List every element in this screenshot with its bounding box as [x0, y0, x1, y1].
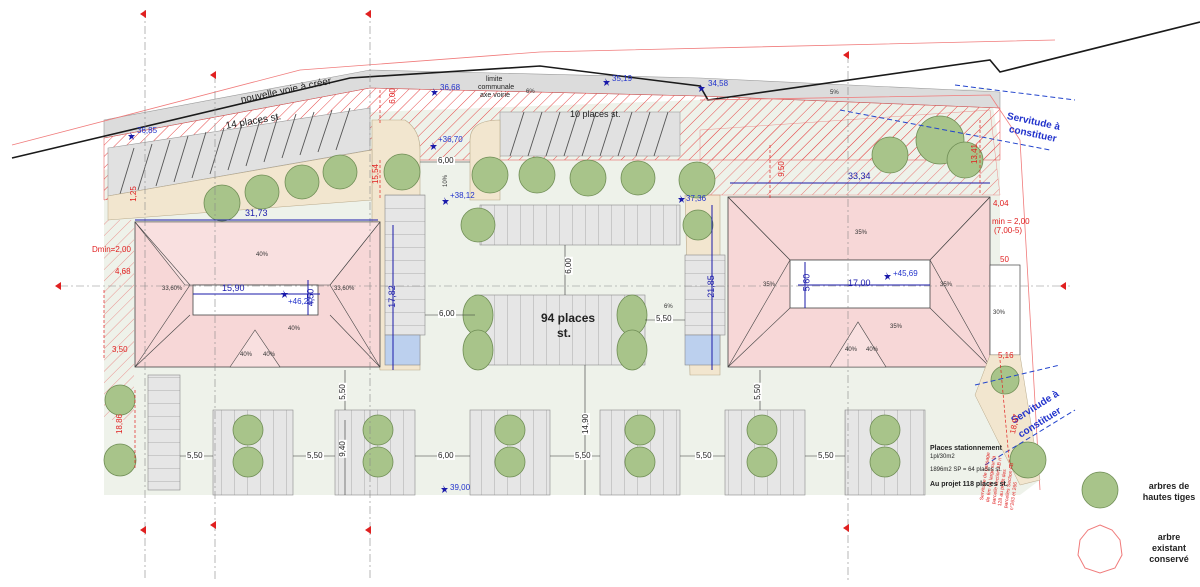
dim-top-6-00: 6,00 — [437, 156, 455, 165]
roof-slope-j: 35% — [890, 324, 903, 330]
dim-bottom-5-50-3: 5,50 — [574, 451, 592, 460]
roof-slope-l: 40% — [866, 347, 879, 353]
red-dim-6: min = 2,00 — [992, 217, 1030, 226]
roof-slope-h: 35% — [763, 282, 776, 288]
red-dim-5: 4,04 — [993, 199, 1009, 208]
blue-dim-v-left: 17,82 — [386, 285, 397, 308]
parking-note-line-4: Au projet 118 places st. — [930, 481, 1008, 488]
parking-row-north-left-lines — [119, 107, 351, 195]
roof-slope-n: 10% — [443, 174, 450, 188]
dim-bottom-5-50-2: 5,50 — [306, 451, 324, 460]
parking-row-center-upper — [479, 204, 681, 246]
limit-label-2: communale — [478, 84, 515, 91]
elevation-5: +36,70 — [438, 135, 463, 144]
red-site-limit — [11, 39, 1056, 146]
parking-block-central — [474, 294, 646, 366]
dim-bottom-5-50-5: 5,50 — [817, 451, 835, 460]
elevation-3: 35,19 — [612, 74, 633, 83]
elevation-7: 37,36 — [686, 194, 707, 203]
legend-tree-label-1: arbres de — [1148, 481, 1190, 491]
axis-lines — [60, 10, 1070, 580]
roof-slope-i: 35% — [940, 282, 953, 288]
blue-dim-v-right: 21,85 — [705, 275, 716, 298]
dim-vert-left-5-50: 5,50 — [337, 383, 347, 401]
blue-dim-h-left: 4,50 — [305, 288, 316, 307]
blue-dimension-lines — [135, 182, 990, 370]
elevation-2: 36,68 — [440, 83, 461, 92]
parking-central-label-1: 94 places — [541, 311, 596, 325]
dim-bottom-5-50-4: 5,50 — [695, 451, 713, 460]
dim-14-90: 14,90 — [581, 412, 591, 436]
parking-column-left — [384, 194, 426, 336]
blue-dim-ridge-left: 15,90 — [222, 283, 245, 293]
red-dim-10: 18,86 — [115, 413, 125, 435]
roof-slope-b: 40% — [288, 326, 301, 332]
elevation-9: +45,69 — [893, 269, 918, 278]
red-dim-14: 1,25 — [128, 186, 138, 202]
red-dim-6b: (7,00-5) — [994, 226, 1023, 235]
red-dim-2: 15,54 — [371, 163, 381, 185]
red-site-limit-right — [699, 94, 1041, 491]
roof-slope-k: 40% — [845, 347, 858, 353]
roof-slope-p: 6% — [664, 304, 673, 310]
blue-dim-w-left: 31,73 — [245, 208, 268, 218]
red-dim-1: 6,00 — [387, 88, 397, 104]
north-boundary-line — [11, 21, 1200, 159]
roof-slope-o: 5% — [830, 90, 839, 96]
elevation-6: +38,12 — [450, 191, 475, 200]
roof-slope-a: 40% — [256, 252, 269, 258]
disabled-stall-left — [384, 334, 421, 366]
roof-slope-m: 30% — [993, 310, 1006, 316]
red-dimension-lines — [103, 90, 1011, 471]
legend-existing-label-3: conservé — [1149, 554, 1189, 564]
elevation-markers — [128, 78, 891, 493]
parking-row-north-center-lines — [509, 111, 669, 157]
roof-slope-e: 40% — [240, 352, 253, 358]
dim-9-40: 9,40 — [337, 440, 347, 458]
limit-label-3: axe voirie — [480, 92, 510, 99]
parking-north-center-label: 10 places st. — [570, 109, 621, 119]
parking-central-label-2: st. — [557, 326, 572, 340]
dim-center-6-00: 6,00 — [563, 257, 573, 275]
roof-slope-g: 35% — [855, 230, 868, 236]
red-dim-8: 4,68 — [115, 267, 131, 276]
trees — [103, 115, 1119, 509]
blue-dim-h-right: 5,60 — [801, 273, 812, 292]
limit-label-1: limite — [486, 76, 503, 83]
red-dim-3: 9,50 — [776, 161, 786, 177]
dim-bottom-6-00: 6,00 — [437, 451, 455, 460]
axis-flag-markers — [55, 10, 1066, 534]
red-dim-13: 50 — [1000, 255, 1009, 264]
parking-note-line-3: 1896m2 SP = 64 places st. — [930, 467, 1002, 473]
legend-existing-label-1: arbre — [1157, 532, 1181, 542]
red-dim-4: 13,41 — [970, 143, 980, 165]
parking-note-line-2: 1pl/30m2 — [930, 454, 955, 460]
disabled-stall-right — [684, 334, 721, 366]
dim-bottom-5-50-1: 5,50 — [186, 451, 204, 460]
red-dim-9: 3,50 — [112, 345, 128, 354]
roof-slope-f: 40% — [263, 352, 276, 358]
dim-right-5-50: 5,50 — [655, 314, 673, 323]
existing-tree-legend-shape — [1077, 524, 1123, 574]
servitude-lines — [839, 84, 1076, 466]
blue-dim-w-right: 33,34 — [848, 171, 871, 181]
elevation-8: +46,29 — [288, 297, 313, 306]
road-slope-label: 6% — [526, 89, 535, 95]
roof-slope-c: 33,60% — [162, 286, 183, 292]
roof-slope-d: 33,60% — [334, 286, 355, 292]
legend-tree-label-2: hautes tiges — [1142, 492, 1196, 502]
dim-vert-right-5-50: 5,50 — [752, 383, 762, 401]
red-dim-7: Dmin=2,00 — [92, 245, 131, 254]
parking-column-right — [684, 254, 726, 336]
elevation-10: 39,00 — [450, 483, 471, 492]
parking-note-line-1: Places stationnement — [930, 445, 1002, 452]
dim-left-6-00: 6,00 — [438, 309, 456, 318]
legend-existing-label-2: existant — [1151, 543, 1186, 553]
elevation-1: 36,85 — [137, 126, 158, 135]
red-dim-11: 5,16 — [998, 351, 1014, 360]
blue-dim-ridge-right: 17,00 — [848, 278, 871, 288]
elevation-4: 34,58 — [708, 79, 729, 88]
